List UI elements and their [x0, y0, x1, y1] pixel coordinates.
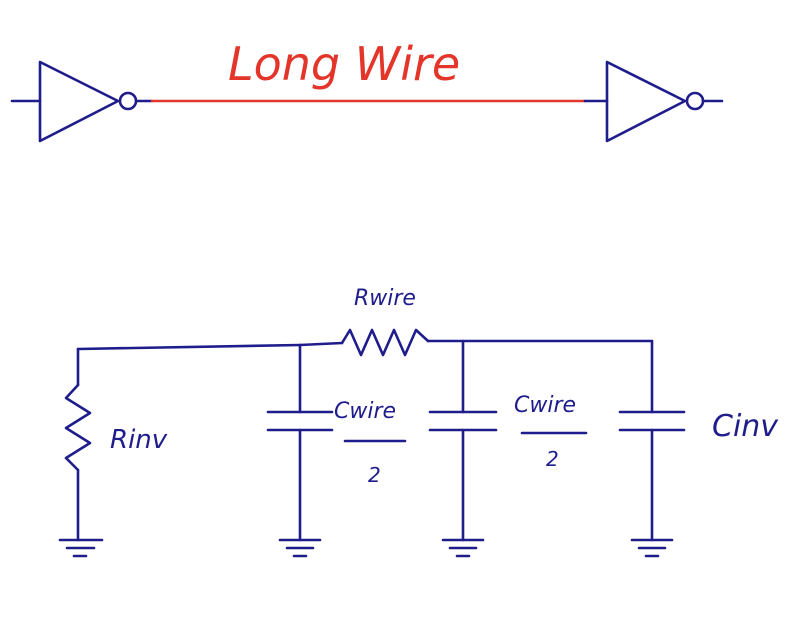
c-wire-half-2-numerator: Cwire [514, 393, 576, 418]
r-inv-label: Rinv [110, 425, 168, 455]
c-wire-half-capacitor-2 [428, 339, 498, 542]
c-wire-half-1-numerator: Cwire [334, 399, 396, 424]
c-inv-label: Cinv [712, 409, 779, 444]
c-wire-half-2-denominator: 2 [546, 447, 559, 471]
receiver-inverter [583, 60, 724, 143]
c-inv-capacitor [618, 339, 686, 542]
driver-inverter [10, 60, 154, 143]
ground-symbol-2 [278, 538, 322, 558]
r-wire-resistor [340, 328, 430, 357]
ground-symbol-4 [630, 538, 674, 558]
c-wire-half-1-denominator: 2 [368, 463, 381, 487]
long-wire-label: Long Wire [228, 37, 460, 91]
ground-symbol-3 [441, 538, 485, 558]
r-inv-branch [64, 347, 92, 542]
top-rail [76, 339, 654, 351]
r-wire-label: Rwire [354, 286, 416, 311]
ground-symbol-1 [58, 538, 104, 558]
c-wire-half-capacitor-1 [266, 343, 334, 542]
